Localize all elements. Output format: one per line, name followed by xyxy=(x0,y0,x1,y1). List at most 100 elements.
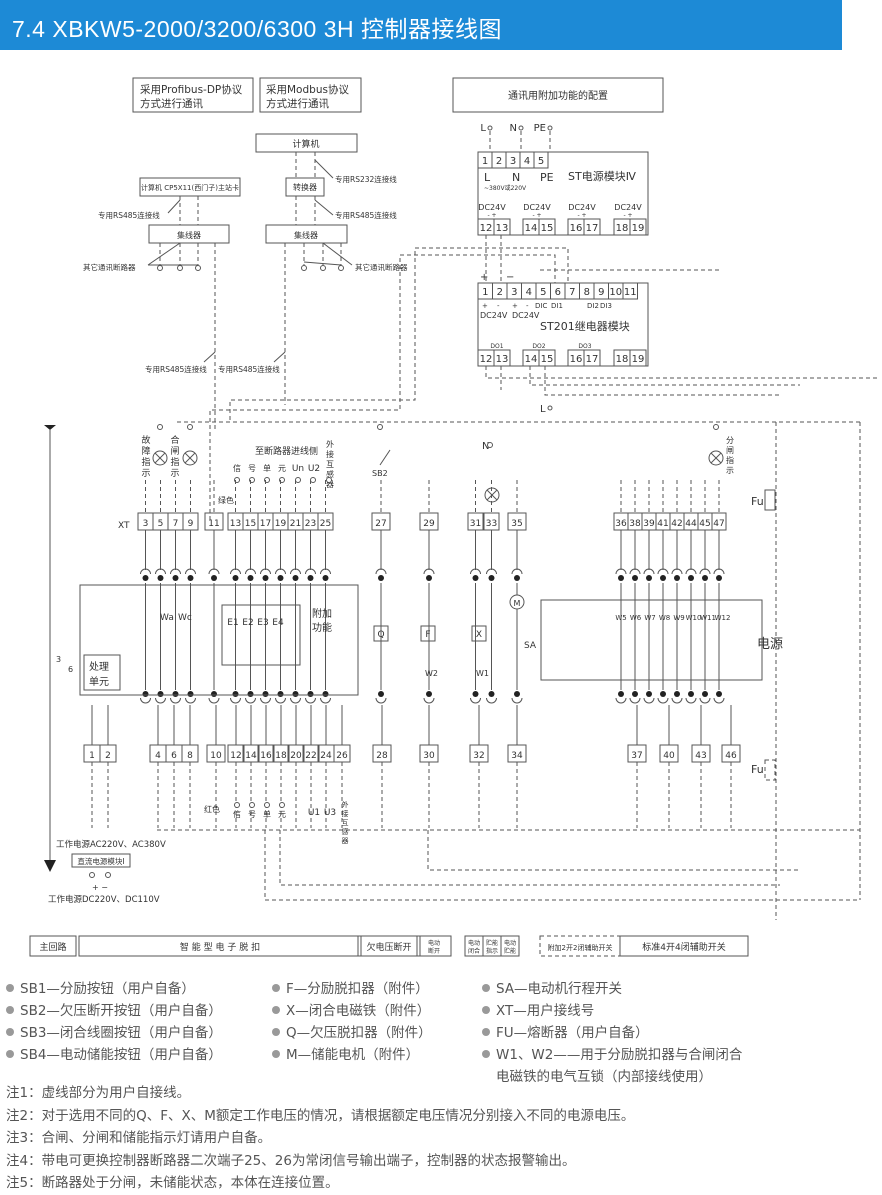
connector-icon xyxy=(232,575,239,581)
terminal-label: 6 xyxy=(555,287,561,298)
connector-icon xyxy=(307,691,314,697)
terminal-label: 18 xyxy=(275,751,287,761)
polarity-label: - + xyxy=(532,212,541,219)
notes: 注1：虚线部分为用户自接线。 注2：对于选用不同的Q、F、X、M额定工作电压的情… xyxy=(6,1082,634,1195)
connector-icon xyxy=(275,568,286,575)
function-bar-cell xyxy=(500,935,520,957)
terminal-label: 17 xyxy=(260,519,271,529)
ext-ct-label: 器 xyxy=(342,837,349,845)
relay-sub-label: DIC xyxy=(535,302,547,310)
terminal-label: 10 xyxy=(609,287,622,298)
ext-ct-label: 接 xyxy=(342,809,349,818)
terminal-label: 46 xyxy=(725,751,737,761)
connector-icon xyxy=(646,575,652,581)
x-label: X xyxy=(476,630,482,640)
wire xyxy=(167,199,181,214)
hub-label: 集线器 xyxy=(177,230,201,240)
terminal-label: 31 xyxy=(470,519,481,529)
f-label: F xyxy=(425,630,430,640)
terminal-label: 28 xyxy=(376,751,388,761)
legend-col-2: F—分励脱扣器（附件） X—闭合电磁铁（附件） Q—欠压脱扣器（附件） M—储能… xyxy=(272,978,432,1066)
red-label: 红色 xyxy=(204,804,220,814)
wire xyxy=(203,351,216,363)
aux-switch-label: W10 xyxy=(686,614,702,622)
terminal-point xyxy=(338,265,344,271)
connector-icon xyxy=(292,691,299,697)
dc-power-label: 工作电源DC220V、DC110V xyxy=(48,894,160,905)
terminal-label: 15 xyxy=(541,223,554,234)
dc24v-label: DC24V xyxy=(568,203,596,212)
function-bar-label: 电动 xyxy=(468,939,480,947)
terminal-label: 3 xyxy=(511,287,517,298)
wire xyxy=(314,159,334,179)
xt-label: XT xyxy=(118,521,130,531)
aux-switch-label: W9 xyxy=(673,614,684,622)
dashed-wire xyxy=(529,366,800,386)
connector-icon xyxy=(375,697,387,704)
f-coil xyxy=(420,625,436,642)
ext-ct-label: 感 xyxy=(326,469,334,479)
power-module-terminal xyxy=(493,218,511,236)
function-bar-label: 附加2开2闭辅助开关 xyxy=(548,943,613,952)
terminal-label: 14 xyxy=(245,751,257,761)
function-bar-label: 贮能 xyxy=(486,939,498,947)
x-coil xyxy=(471,625,487,642)
legend-item: Q—欠压脱扣器（附件） xyxy=(272,1022,432,1044)
connector-icon xyxy=(615,568,627,575)
hub-label: 集线器 xyxy=(294,230,318,240)
terminal-label: 16 xyxy=(570,223,583,234)
connector-icon xyxy=(378,691,384,697)
terminal-label: 9 xyxy=(598,287,604,298)
power-module-terminal xyxy=(533,151,549,169)
aux-switch-label: W7 xyxy=(644,614,655,622)
signal-unit-label: 元 xyxy=(278,810,286,819)
connector-icon xyxy=(307,575,314,581)
connector-icon xyxy=(155,697,166,704)
voltage-label: ~380V或220V xyxy=(484,184,527,192)
terminal-label: 14 xyxy=(525,354,538,365)
plus-label: + xyxy=(480,272,488,283)
cp5x11-label: 计算机 CP5X11(西门子)主站卡 xyxy=(141,183,239,192)
fault-indicator-label: 指 xyxy=(141,456,150,468)
processing-unit-box xyxy=(83,654,121,691)
terminal-label: 39 xyxy=(643,519,655,529)
terminal-label: 4 xyxy=(526,287,532,298)
dc24v-label: DC24V xyxy=(523,203,551,212)
terminal-label: 13 xyxy=(230,519,241,529)
terminal-label: 4 xyxy=(155,751,161,761)
connector-icon xyxy=(486,697,497,704)
connector-icon xyxy=(275,697,286,704)
terminal-label: 38 xyxy=(629,519,641,529)
connector-icon xyxy=(713,568,725,575)
dashed-wire xyxy=(209,255,401,520)
terminal-point xyxy=(195,265,201,271)
connector-icon xyxy=(142,691,149,697)
terminal-label: 18 xyxy=(616,354,629,365)
legend-item: SB2—欠压断开按钮（用户自备） xyxy=(6,1000,222,1022)
connector-icon xyxy=(674,691,680,697)
function-bar-cell xyxy=(357,935,421,957)
ext-ct-label: 互 xyxy=(326,460,334,469)
terminal-label: 33 xyxy=(486,519,497,529)
ext-ct-label: 感 xyxy=(342,827,349,836)
terminal-label: 9 xyxy=(188,519,194,529)
to-breaker-label: 至断路器进线侧 xyxy=(255,445,318,457)
connector-icon xyxy=(172,575,179,581)
terminal-label: 15 xyxy=(541,354,554,365)
wiring-diagram: 采用Profibus-DP协议方式进行通讯采用Modbus协议方式进行通讯通讯用… xyxy=(29,77,880,957)
modbus-label: 采用Modbus协议 xyxy=(266,83,349,96)
connector-icon xyxy=(702,691,708,697)
terminal-label: 44 xyxy=(685,519,697,529)
function-bar-label: 电动 xyxy=(428,939,440,947)
connector-icon xyxy=(260,697,271,704)
rs485-label: 专用RS485连接线 xyxy=(145,364,207,374)
terminal-label: 40 xyxy=(663,751,675,761)
relay-module-terminal xyxy=(538,349,556,367)
wa-label: Wa xyxy=(160,613,174,623)
close-indicator-label: 指 xyxy=(170,456,179,468)
terminal-point xyxy=(547,405,553,411)
terminal-point xyxy=(187,424,193,430)
connector-icon xyxy=(511,568,523,575)
dc24v-label: DC24V xyxy=(614,203,642,212)
connector-icon xyxy=(230,697,241,704)
